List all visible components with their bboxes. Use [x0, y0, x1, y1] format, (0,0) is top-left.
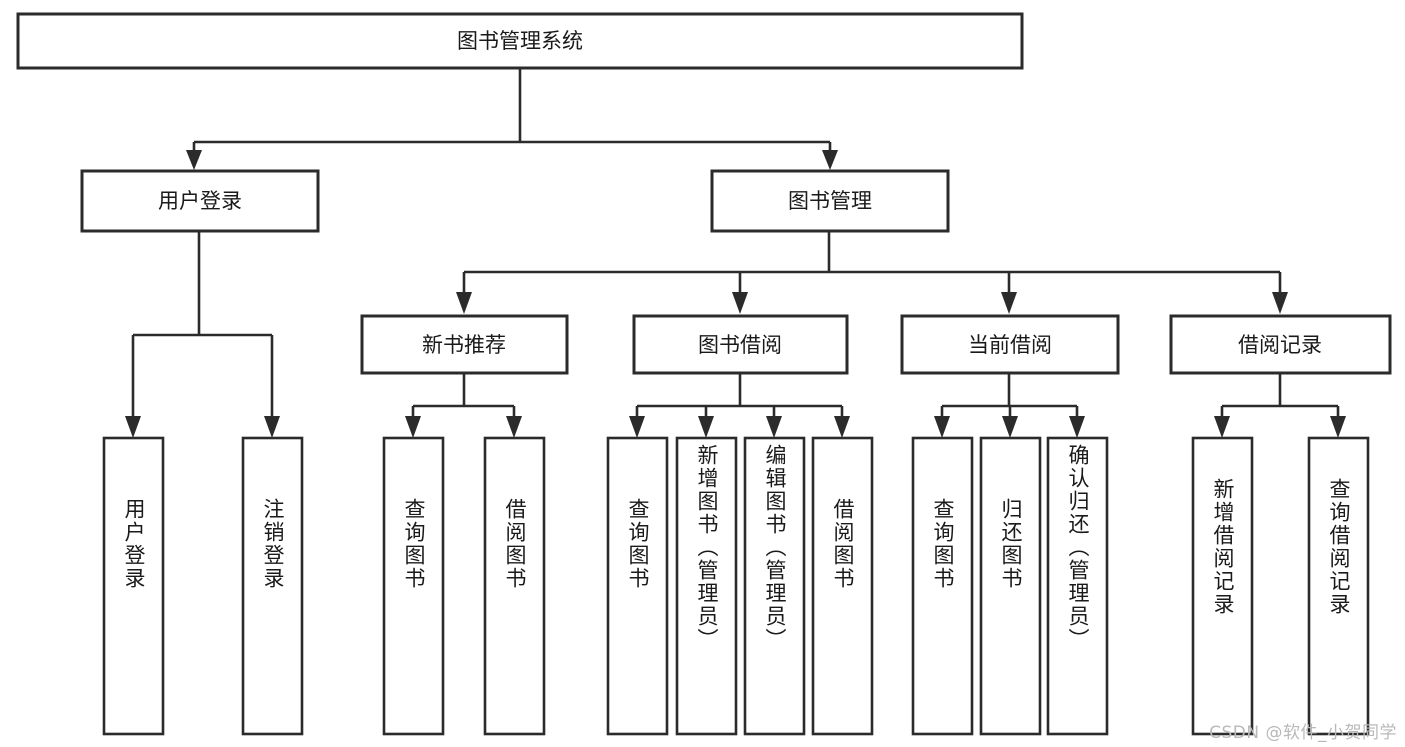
leaf-box-current-borrow-2[interactable]: [979, 436, 1042, 736]
connector-current-borrow-to-leaves: [934, 373, 1085, 438]
leaf-box-borrow-book-2[interactable]: [675, 436, 738, 736]
leaf-box-borrow-book-1[interactable]: [606, 436, 669, 736]
arrow-head-l3-3: [1001, 292, 1017, 314]
node-book-management-label: 图书管理: [788, 189, 872, 213]
node-current-borrow-label: 当前借阅: [968, 333, 1052, 357]
arrow-head-bb-1: [629, 416, 645, 438]
connector-user-login-to-leaves: [125, 231, 280, 438]
leaf-box-borrow-book-3[interactable]: [743, 436, 806, 736]
node-book-borrow-box[interactable]: [632, 314, 849, 375]
node-root[interactable]: 图书管理系统: [16, 12, 1024, 70]
arrow-head-bb-3: [766, 416, 782, 438]
leaf-box-user-login-1[interactable]: [102, 436, 165, 736]
arrow-head-l3-2: [732, 292, 748, 314]
arrow-head-l3-1: [456, 292, 472, 314]
node-current-borrow[interactable]: 当前借阅: [900, 314, 1120, 375]
node-new-book-recommend-box[interactable]: [360, 314, 569, 375]
node-borrow-record[interactable]: 借阅记录: [1169, 314, 1392, 375]
leaf-box-borrow-book-4[interactable]: [811, 436, 874, 736]
arrow-head-book-mgmt: [822, 150, 838, 170]
arrow-head-cb-3: [1069, 416, 1085, 438]
node-new-book-recommend[interactable]: 新书推荐: [360, 314, 569, 375]
node-book-management-box[interactable]: [710, 169, 950, 233]
node-root-label: 图书管理系统: [457, 29, 583, 53]
arrow-head-cb-2: [1002, 416, 1018, 438]
arrow-head-user-login: [186, 150, 202, 170]
node-user-login-box[interactable]: [80, 169, 320, 233]
leaf-box-new-book-1[interactable]: [382, 436, 445, 736]
node-root-box[interactable]: [16, 12, 1024, 70]
arrow-head-l3-4: [1272, 292, 1288, 314]
leaf-box-borrow-record-1[interactable]: [1191, 436, 1254, 736]
node-book-borrow[interactable]: 图书借阅: [632, 314, 849, 375]
arrow-head-bb-2: [698, 416, 714, 438]
node-new-book-recommend-label: 新书推荐: [422, 333, 506, 357]
arrow-head-ul-1: [125, 416, 141, 438]
leaf-box-user-login-2[interactable]: [241, 436, 304, 736]
leaf-box-current-borrow-1[interactable]: [911, 436, 974, 736]
node-current-borrow-box[interactable]: [900, 314, 1120, 375]
node-user-login-label: 用户登录: [158, 189, 242, 213]
arrow-head-bb-4: [834, 416, 850, 438]
arrow-head-nb-2: [506, 416, 522, 438]
csdn-watermark: CSDN @软件_小贺同学: [1209, 723, 1397, 743]
connector-book-mgmt-to-level3: [456, 231, 1288, 314]
leaf-box-borrow-record-2[interactable]: [1307, 436, 1370, 736]
connector-borrow-book-to-leaves: [629, 373, 850, 438]
connector-borrow-record-to-leaves: [1214, 373, 1346, 438]
node-book-borrow-label: 图书借阅: [698, 333, 782, 357]
arrow-head-ul-2: [264, 416, 280, 438]
arrow-head-cb-1: [934, 416, 950, 438]
node-user-login[interactable]: 用户登录: [80, 169, 320, 233]
node-book-management[interactable]: 图书管理: [710, 169, 950, 233]
connector-root-to-level2: [186, 68, 838, 170]
node-borrow-record-label: 借阅记录: [1238, 333, 1322, 357]
arrow-head-br-1: [1214, 416, 1230, 438]
node-borrow-record-box[interactable]: [1169, 314, 1392, 375]
connector-new-book-to-leaves: [405, 373, 522, 438]
arrow-head-br-2: [1330, 416, 1346, 438]
arrow-head-nb-1: [405, 416, 421, 438]
leaf-box-current-borrow-3[interactable]: [1046, 436, 1109, 736]
leaf-box-new-book-2[interactable]: [483, 436, 546, 736]
